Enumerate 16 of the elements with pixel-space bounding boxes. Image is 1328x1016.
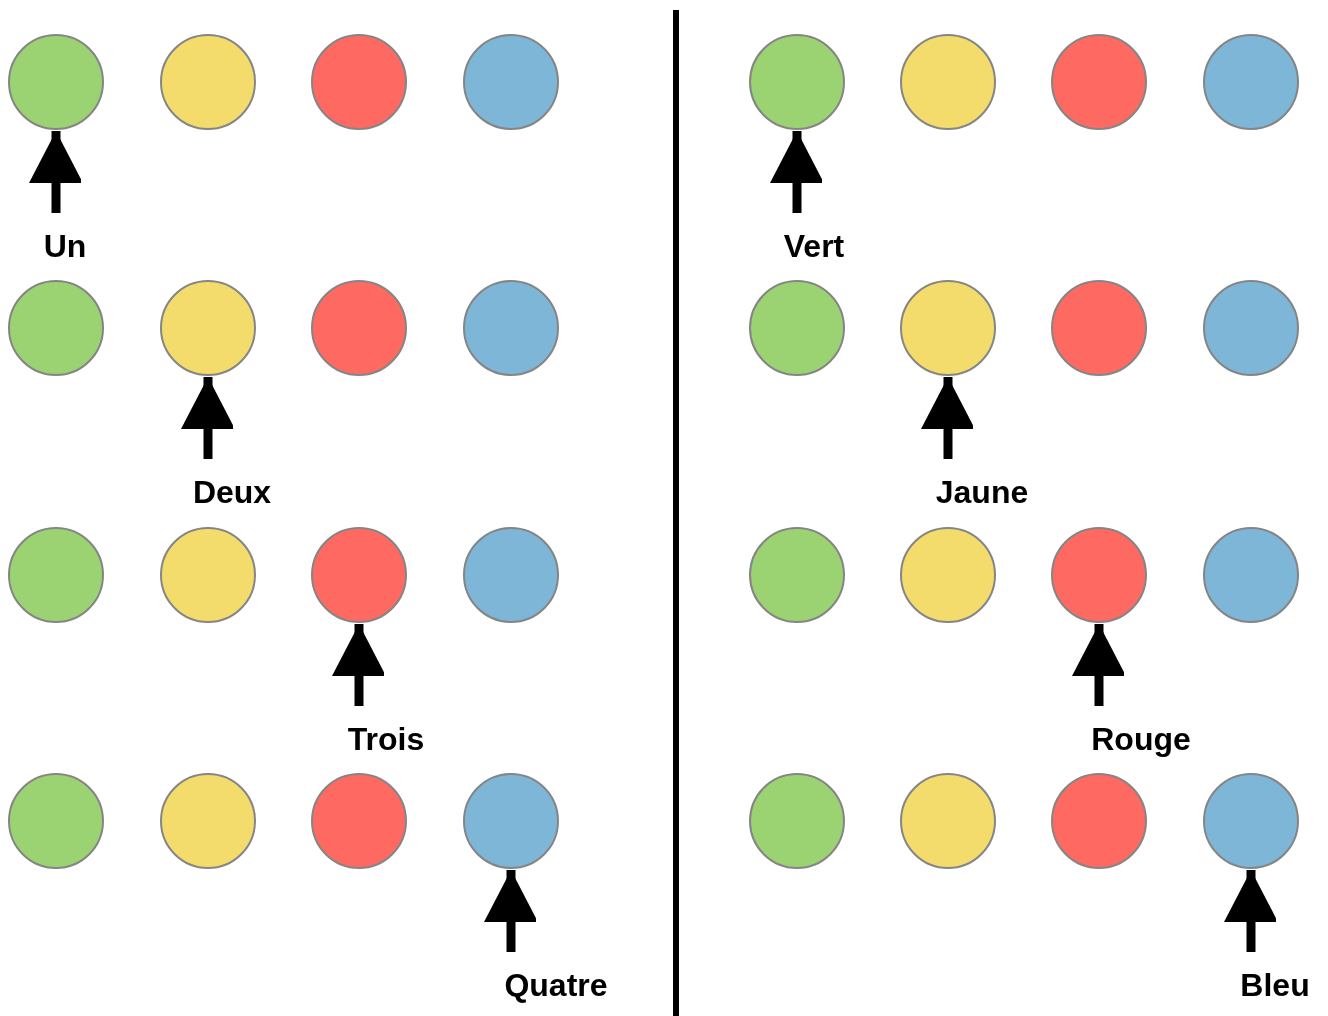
arrow xyxy=(29,131,83,213)
arrow-label: Deux xyxy=(192,474,272,510)
arrow-label: Vert xyxy=(783,228,845,264)
arrow-label: Quatre xyxy=(504,967,608,1003)
arrow-label: Un xyxy=(43,228,87,264)
arrow-label: Rouge xyxy=(1091,721,1191,757)
arrow-label: Jaune xyxy=(935,474,1029,510)
arrow xyxy=(1224,870,1278,952)
arrow xyxy=(484,870,538,952)
arrow xyxy=(181,377,235,459)
arrow xyxy=(770,131,824,213)
arrow xyxy=(921,377,975,459)
arrow-label: Bleu xyxy=(1240,967,1310,1003)
arrow-label: Trois xyxy=(347,721,425,757)
arrow xyxy=(1072,624,1126,706)
arrow xyxy=(332,624,386,706)
